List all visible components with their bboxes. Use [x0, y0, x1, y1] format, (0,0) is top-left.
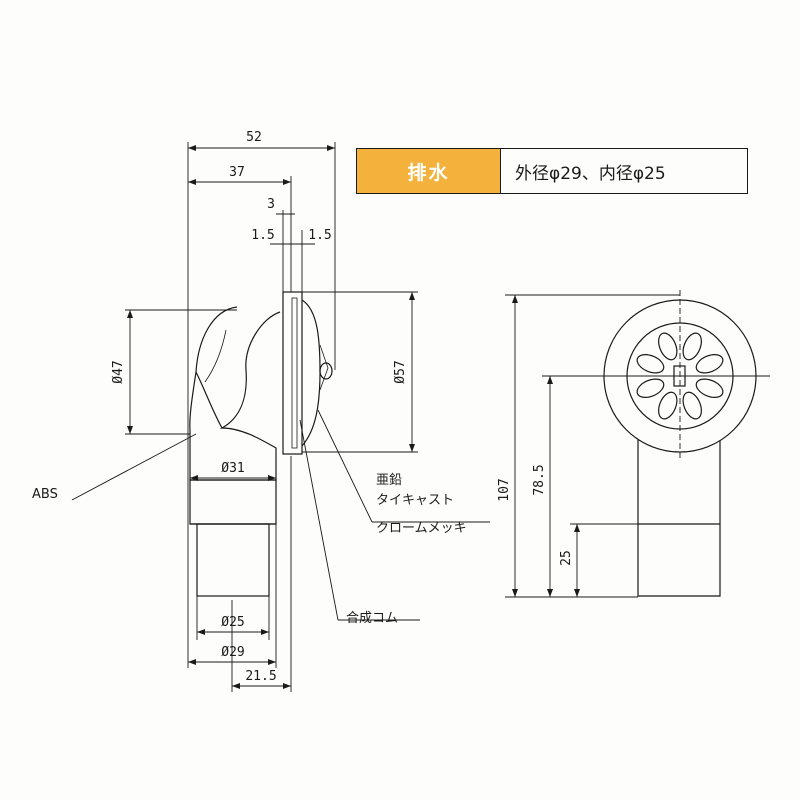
dim-phi25: Ø25 [221, 615, 244, 630]
dim-phi31: Ø31 [221, 461, 244, 476]
dim-25: 25 [559, 550, 574, 566]
cover-cap [301, 299, 321, 447]
drain-slot [658, 391, 678, 420]
side-arrows [127, 145, 415, 689]
spec-box: 排水 外径φ29、内径φ25 [356, 148, 748, 194]
front-dims [505, 290, 770, 598]
tube-upper [189, 479, 277, 525]
dim-phi29: Ø29 [221, 645, 244, 660]
side-dims [125, 142, 418, 692]
label-zinc: 亜鉛 [376, 473, 402, 488]
label-abs: ABS [32, 487, 58, 502]
flange-inner [291, 297, 298, 449]
label-chrome: クロームメッキ [376, 521, 467, 536]
drain-slot [636, 378, 665, 398]
dim-1-5-right: 1.5 [308, 228, 331, 243]
abs-body-outline [189, 306, 281, 481]
dim-phi47: Ø47 [111, 360, 126, 383]
chain-ring [319, 362, 333, 380]
drain-slot [695, 378, 724, 398]
front-arrows [512, 295, 580, 597]
drain-slot [658, 332, 678, 361]
flange-plate [282, 291, 303, 455]
dim-37: 37 [229, 165, 245, 180]
drain-slot [636, 354, 665, 374]
drain-slots [636, 332, 724, 420]
abs-body-shade [204, 329, 227, 383]
tube-lower [196, 523, 270, 597]
dim-52: 52 [246, 130, 262, 145]
dim-78-5: 78.5 [532, 464, 547, 495]
label-rubber: 合成コム [346, 611, 398, 626]
drain-slot [695, 354, 724, 374]
side-view [189, 291, 333, 597]
dim-phi57: Ø57 [393, 360, 408, 383]
spec-category: 排水 [357, 149, 501, 193]
dim-107: 107 [497, 478, 512, 501]
spec-value: 外径φ29、内径φ25 [515, 163, 666, 184]
dim-3: 3 [267, 197, 275, 212]
label-diecast: タイキャスト [376, 493, 454, 508]
tube-outline [637, 412, 721, 597]
leaders [71, 409, 490, 621]
dim-1-5-left: 1.5 [251, 228, 274, 243]
drain-slot [682, 332, 702, 361]
dim-21-5: 21.5 [245, 669, 276, 684]
drain-slot [682, 391, 702, 420]
abs-body-fold [195, 371, 223, 429]
